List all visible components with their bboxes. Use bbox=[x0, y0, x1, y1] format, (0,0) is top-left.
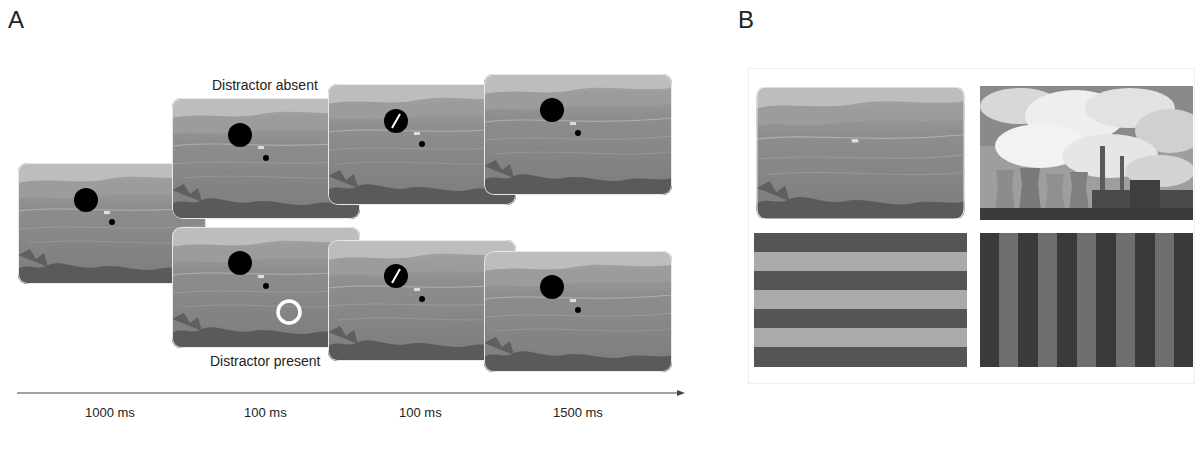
panel-letter: A bbox=[8, 6, 24, 35]
duration-label: 1000 ms bbox=[85, 405, 135, 421]
duration-label: 100 ms bbox=[399, 405, 442, 421]
duration-label: 1500 ms bbox=[553, 405, 603, 421]
condition-label: Distractor absent bbox=[212, 77, 318, 94]
condition-label: Distractor present bbox=[210, 353, 320, 370]
panel-letter: B bbox=[738, 6, 754, 35]
duration-label: 100 ms bbox=[244, 405, 287, 421]
